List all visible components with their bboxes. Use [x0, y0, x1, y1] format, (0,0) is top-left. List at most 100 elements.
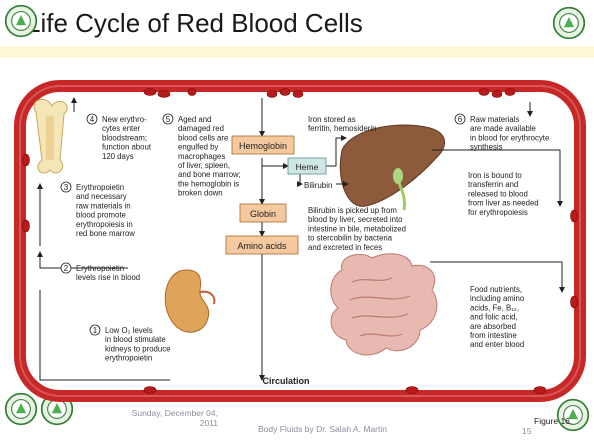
text-line: levels rise in blood: [76, 273, 140, 282]
step-number: 6: [458, 115, 463, 124]
text-line: Low O₂ levels: [105, 326, 153, 335]
rbc-cell: [144, 387, 156, 394]
text-line: cytes enter: [102, 124, 141, 133]
rbc-cell: [144, 89, 156, 96]
footer-date-line2: 2011: [108, 418, 218, 428]
text-line: and bone marrow;: [178, 170, 241, 179]
step-marker-2: 2: [61, 263, 71, 273]
rbc-cell: [23, 220, 30, 232]
text-line: from liver as needed: [468, 199, 539, 208]
step-marker-3: 3: [61, 182, 71, 192]
text-line: of liver, spleen,: [178, 161, 230, 170]
footer-date: Sunday, December 04, 2011: [108, 408, 218, 428]
heme-box: Heme: [288, 158, 326, 174]
text-line: the hemoglobin is: [178, 179, 239, 188]
text-line: 120 days: [102, 152, 134, 161]
text-line: including amino: [470, 294, 525, 303]
text-line: Iron stored as: [308, 115, 356, 124]
text-line: broken down: [178, 189, 223, 198]
text-line: and excreted in feces: [308, 243, 382, 252]
text-line: raw materials in: [76, 201, 131, 210]
text-line: intestine in bile, metabolized: [308, 224, 406, 233]
rbc-cell: [534, 387, 546, 394]
step-number: 1: [93, 326, 98, 335]
text-line: New erythro-: [102, 115, 147, 124]
text-line: blood promote: [76, 211, 126, 220]
text-line: kidneys to produce: [105, 344, 170, 353]
text-line: erythropoiesis in: [76, 220, 133, 229]
text-line: from intestine: [470, 331, 517, 340]
globin-box: Globin: [240, 204, 286, 222]
hemoglobin-box: Hemoglobin: [232, 136, 294, 154]
text-line: transferrin and: [468, 180, 518, 189]
text-line: Aged and: [178, 115, 211, 124]
text-line: erythropoietin: [105, 354, 152, 363]
step-marker-1: 1: [90, 325, 100, 335]
kidney-icon: [165, 270, 214, 332]
text-line: Food nutrients,: [470, 285, 522, 294]
step-number: 3: [64, 183, 69, 192]
step-number: 4: [90, 115, 95, 124]
globin-label: Globin: [250, 209, 276, 219]
step-number: 5: [166, 115, 171, 124]
text-line: synthesis: [470, 143, 503, 152]
text-line: are absorbed: [470, 322, 516, 331]
rbc-cell: [505, 89, 515, 96]
bone-marrow-icon: [34, 99, 67, 172]
rbc-cell: [188, 89, 196, 96]
text-line: Erythropoietin: [76, 264, 124, 273]
footer-figure: Figure 16.: [534, 416, 572, 426]
footer-page-number: 15: [522, 426, 531, 436]
text-line: acids, Fe, B₁₂,: [470, 303, 519, 312]
rbc-cell: [23, 154, 30, 166]
rbc-cell: [571, 210, 578, 222]
step-number: 2: [64, 264, 69, 273]
text-line: released to blood: [468, 189, 528, 198]
text-line: engulfed by: [178, 143, 218, 152]
text-line: are made available: [470, 124, 536, 133]
amino-acids-label: Amino acids: [237, 241, 287, 251]
text-line: in blood for erythrocyte: [470, 133, 549, 142]
step-marker-5: 5: [163, 114, 173, 124]
liver-icon: [340, 125, 444, 210]
text-line: Iron is bound to: [468, 171, 522, 180]
rbc-cell: [267, 91, 277, 98]
circulation-label: Circulation: [262, 376, 309, 386]
heme-label: Heme: [296, 162, 319, 172]
text-line: to stercobilin by bacteria: [308, 234, 393, 243]
rbc-cell: [571, 296, 578, 308]
hemoglobin-label: Hemoglobin: [239, 141, 287, 151]
text-line: damaged red: [178, 124, 224, 133]
text-line: Raw materials: [470, 115, 519, 124]
bilirubin-box: Bilirubin: [304, 181, 332, 190]
step-marker-4: 4: [87, 114, 97, 124]
text-line: bloodstream;: [102, 133, 147, 142]
rbc-cell: [406, 387, 418, 394]
step-marker-6: 6: [455, 114, 465, 124]
footer-center: Body Fluids by Dr. Salah A. Martin: [258, 424, 387, 434]
text-line: and necessary: [76, 192, 127, 201]
rbc-cell: [492, 91, 502, 98]
text-line: blood cells are: [178, 133, 228, 142]
text-line: and enter blood: [470, 340, 524, 349]
rbc-cell: [293, 91, 303, 98]
rbc-cell: [280, 89, 290, 96]
text-line: Bilirubin is picked up from: [308, 206, 397, 215]
text-line: for erythropoiesis: [468, 208, 528, 217]
footer-date-line1: Sunday, December 04,: [108, 408, 218, 418]
iron-stored-text: Iron stored asferritin, hemosiderin: [308, 115, 376, 133]
text-line: ferritin, hemosiderin: [308, 124, 376, 133]
text-line: Erythropoietin: [76, 183, 124, 192]
rbc-cell: [158, 91, 170, 98]
text-line: function about: [102, 143, 152, 152]
amino-acids-box: Amino acids: [226, 236, 298, 254]
intestine-icon: [331, 254, 437, 355]
